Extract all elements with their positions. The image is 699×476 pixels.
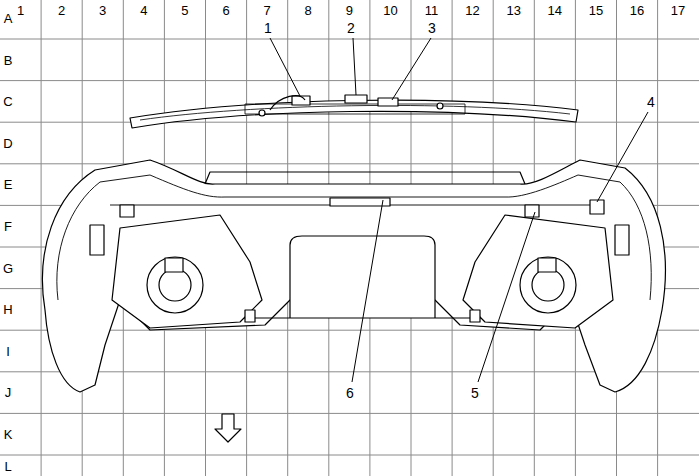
right-bracket <box>463 215 613 328</box>
callout-number: 5 <box>470 386 480 400</box>
column-number: 13 <box>505 4 521 17</box>
sensor <box>590 200 604 214</box>
column-number: 15 <box>588 4 604 17</box>
column-number: 11 <box>424 4 440 17</box>
bumper-fascia <box>42 160 665 392</box>
row-letter: B <box>3 54 14 67</box>
column-number: 17 <box>670 4 686 17</box>
connector <box>292 96 310 105</box>
column-number: 6 <box>221 4 230 17</box>
row-letter: K <box>3 428 14 441</box>
callout-number: 3 <box>427 21 437 35</box>
column-number: 8 <box>304 4 313 17</box>
row-letter: I <box>5 345 11 358</box>
column-number: 14 <box>547 4 563 17</box>
row-letter: A <box>3 12 14 25</box>
row-letter: H <box>2 303 13 316</box>
left-bracket <box>112 215 262 328</box>
callout-number: 1 <box>263 21 273 35</box>
callout-number: 4 <box>646 95 656 109</box>
column-number: 9 <box>345 4 354 17</box>
center-opening <box>290 236 435 318</box>
column-number: 12 <box>464 4 480 17</box>
row-letter: J <box>4 386 13 399</box>
row-letter: C <box>2 95 13 108</box>
row-letter: E <box>3 178 14 191</box>
column-number: 4 <box>139 4 148 17</box>
callout-number: 6 <box>345 386 355 400</box>
direction-arrow <box>215 414 241 442</box>
row-letter: D <box>2 137 13 150</box>
column-number: 7 <box>262 4 271 17</box>
row-letter: F <box>3 220 13 233</box>
column-number: 3 <box>98 4 107 17</box>
spoiler <box>130 100 578 128</box>
row-letter: G <box>2 262 14 275</box>
leader-lines <box>270 38 648 382</box>
row-letter: L <box>3 460 12 473</box>
column-number: 2 <box>57 4 66 17</box>
column-number: 5 <box>180 4 189 17</box>
column-number: 10 <box>382 4 398 17</box>
callout-number: 2 <box>346 21 356 35</box>
column-number: 16 <box>629 4 645 17</box>
column-number: 1 <box>16 4 25 17</box>
